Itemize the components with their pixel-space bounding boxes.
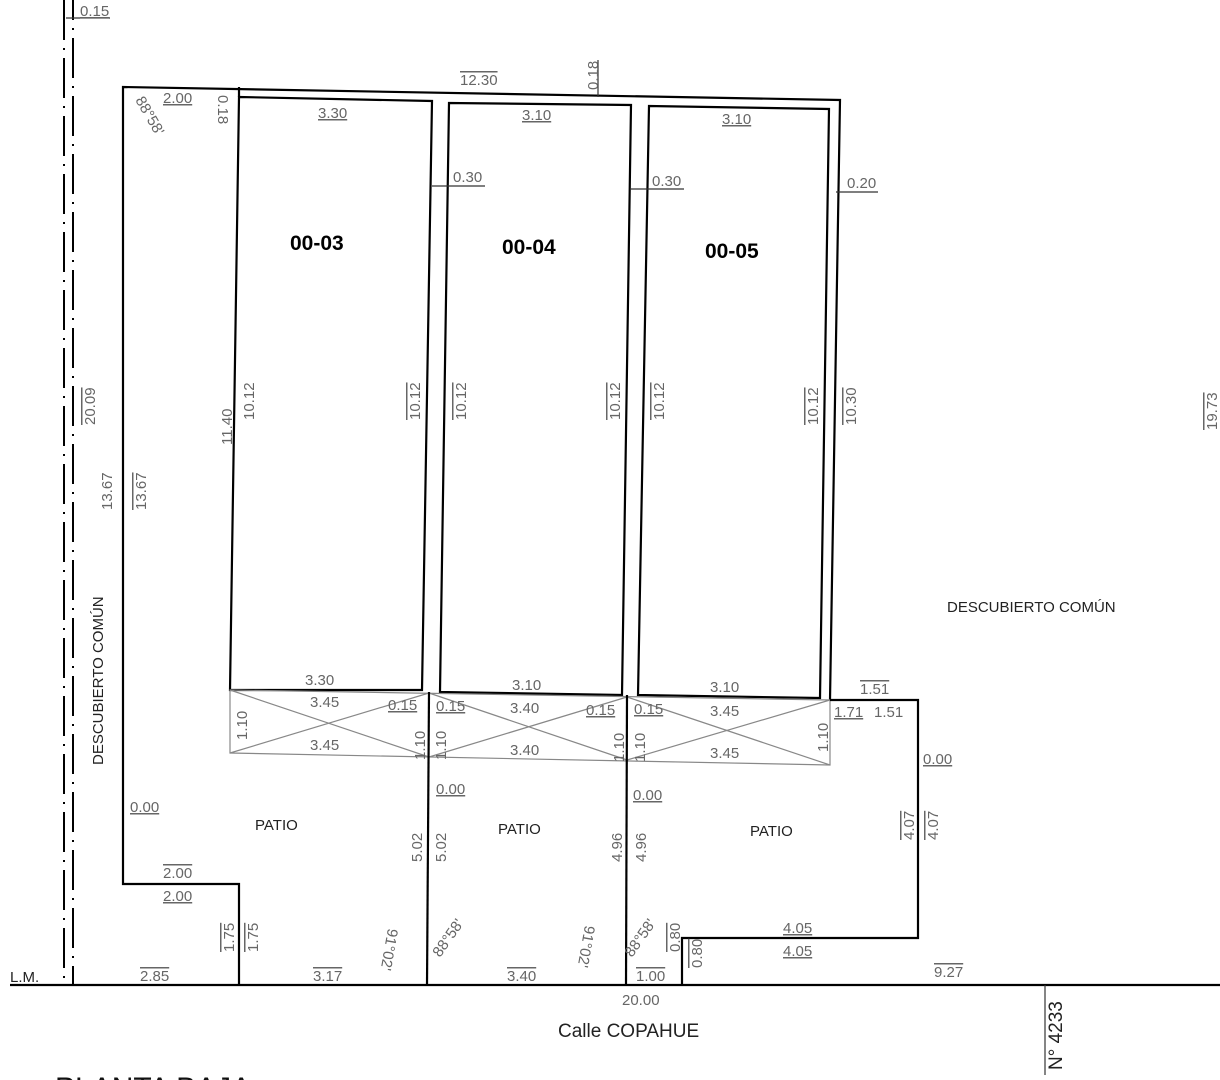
dimension-label: 1.51 [874, 704, 903, 721]
patio-wall [680, 698, 920, 985]
dimension-label: 0.30 [453, 169, 482, 186]
patio-divider [624, 694, 629, 986]
dimension-label: 4.07 [901, 811, 918, 840]
dimension-label: 10.12 [607, 382, 624, 420]
dimension-label: 0.00 [436, 781, 465, 798]
dimension-label: 10.12 [241, 382, 258, 420]
dimension-label: 3.40 [510, 742, 539, 759]
dimension-label: 0.15 [388, 697, 417, 714]
dimension-label: 2.85 [140, 968, 169, 985]
dimension-label: 1.75 [245, 923, 262, 952]
dimension-label: 13.67 [133, 472, 150, 510]
patio-divider [425, 691, 431, 986]
area-label-patio: PATIO [255, 817, 298, 834]
area-label-common: DESCUBIERTO COMÚN [90, 596, 107, 765]
dimension-label: 5.02 [409, 833, 426, 862]
dimension-label: 4.05 [783, 943, 812, 960]
dimension-label: 3.40 [507, 968, 536, 985]
dimension-label: 11.40 [219, 409, 236, 445]
dimension-label: 0.00 [923, 751, 952, 768]
dimension-label: 3.40 [510, 700, 539, 717]
dimension-label: 1.71 [834, 704, 863, 721]
strip-cross [229, 692, 430, 754]
strip-cross [626, 699, 831, 761]
dimension-label: 91°02' [377, 927, 401, 972]
dimension-label: 1.51 [860, 681, 889, 698]
dimension-label: 91°02' [574, 924, 598, 969]
dimension-label: 3.45 [710, 745, 739, 762]
dimension-label: 1.10 [234, 711, 251, 740]
dimension-label: 3.17 [313, 968, 342, 985]
dimension-label: 1.10 [611, 733, 628, 762]
area-label-patio: PATIO [750, 823, 793, 840]
dimension-label: 0.15 [436, 698, 465, 715]
dimension-label: 20.00 [622, 992, 660, 1009]
area-label-common: DESCUBIERTO COMÚN [947, 599, 1116, 616]
unit-label-00-04: 00-04 [502, 236, 556, 259]
dimension-label: 2.00 [163, 90, 192, 107]
dimension-label: 3.10 [522, 107, 551, 124]
dimension-label: 0.30 [652, 173, 681, 190]
dimension-label: 0.15 [634, 701, 663, 718]
dimension-label: 0.80 [689, 939, 706, 968]
dimension-label: 1.10 [433, 731, 450, 760]
dimension-label: 1.10 [632, 733, 649, 762]
dimension-label: 0.15 [586, 702, 615, 719]
dimension-label: 10.30 [843, 387, 860, 425]
dimension-label: 2.00 [163, 865, 192, 882]
dimension-label: 3.30 [318, 105, 347, 122]
dimension-label: 0.18 [585, 61, 602, 90]
dimension-label: 3.10 [722, 111, 751, 128]
drawing-title: PLANTA BAJA [55, 1072, 251, 1080]
unit-label-00-05: 00-05 [705, 240, 759, 263]
line-marker-label: L.M. [10, 969, 39, 986]
dimension-label: 0.20 [847, 175, 876, 192]
dimension-label: 4.96 [609, 833, 626, 862]
dimension-label: 3.45 [710, 703, 739, 720]
dimension-label: 1.00 [636, 968, 665, 985]
unit-00-05-outline [636, 104, 831, 700]
dimension-label: 9.27 [934, 964, 963, 981]
dimension-label: 3.45 [310, 694, 339, 711]
dimension-label: 0.18 [214, 95, 231, 124]
dimension-label: 4.05 [783, 920, 812, 937]
dimension-label: 3.30 [305, 672, 334, 689]
dimension-label: 3.10 [710, 679, 739, 696]
lot-number: N° 4233 [1046, 1001, 1067, 1070]
dimension-label: 0.15 [80, 3, 109, 20]
dimension-label: 10.12 [407, 382, 424, 420]
strip-cross [428, 692, 628, 761]
dimension-label: 3.10 [512, 677, 541, 694]
dimension-label: 5.02 [433, 833, 450, 862]
street-name: Calle COPAHUE [558, 1021, 699, 1042]
dimension-label: 13.67 [99, 472, 116, 510]
dimension-label: 10.12 [805, 387, 822, 425]
dimension-label: 0.80 [667, 923, 684, 952]
dimension-label: 12.30 [460, 72, 498, 89]
dimension-label: 4.07 [925, 811, 942, 840]
dimension-label: 0.00 [130, 799, 159, 816]
unit-label-00-03: 00-03 [290, 232, 344, 255]
dimension-label: 88°58' [429, 916, 467, 960]
dimension-label: 20.09 [82, 387, 99, 425]
dimension-label: 2.00 [163, 888, 192, 905]
dimension-label: 0.00 [633, 787, 662, 804]
dimension-label: 3.45 [310, 737, 339, 754]
unit-00-04-outline [438, 101, 633, 697]
dimension-label: 1.75 [221, 923, 238, 952]
strip-cross [626, 696, 831, 766]
dimension-label: 4.96 [633, 833, 650, 862]
area-label-patio: PATIO [498, 821, 541, 838]
outer-wall [121, 85, 842, 985]
dimension-label: 1.10 [412, 731, 429, 760]
dimension-label: 10.12 [453, 382, 470, 420]
unit-00-03-outline [228, 95, 434, 692]
dimension-label: 1.10 [815, 723, 832, 752]
dimension-label: 19.73 [1204, 392, 1220, 430]
dimension-label: 10.12 [651, 382, 668, 420]
